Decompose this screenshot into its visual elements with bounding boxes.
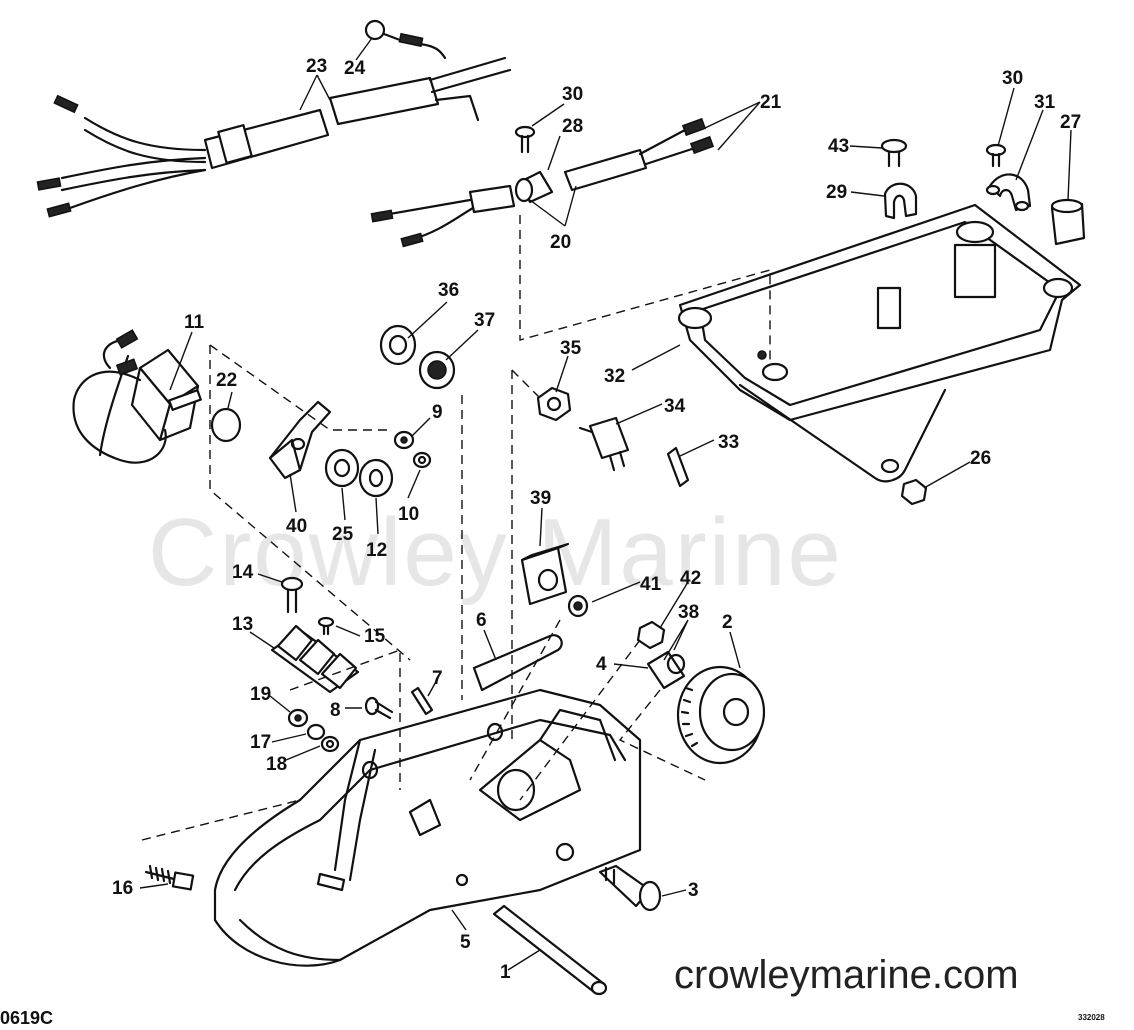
callout-21: 21 <box>760 92 782 113</box>
callout-43: 43 <box>828 136 849 157</box>
screw-30-left <box>514 125 536 154</box>
callout-27: 27 <box>1060 112 1081 133</box>
grommet-28 <box>514 170 554 204</box>
callout-2: 2 <box>722 612 733 633</box>
callout-12: 12 <box>366 540 387 561</box>
bushing-12 <box>358 458 394 498</box>
callout-30-left: 30 <box>562 84 583 105</box>
callout-20: 20 <box>550 232 571 253</box>
callout-29: 29 <box>826 182 847 203</box>
callout-22: 22 <box>216 370 237 391</box>
screw-14 <box>280 576 304 614</box>
callout-8: 8 <box>330 700 341 721</box>
callout-40: 40 <box>286 516 307 537</box>
cap-27 <box>1050 198 1086 246</box>
washer-10 <box>412 451 432 469</box>
callout-32: 32 <box>604 366 625 387</box>
callout-31: 31 <box>1034 92 1056 113</box>
nut-9 <box>393 430 415 450</box>
callout-23: 23 <box>306 56 327 77</box>
washer-18 <box>320 735 340 753</box>
watermark-text: Crowley Marine <box>148 499 843 606</box>
callout-37: 37 <box>474 310 495 331</box>
callout-19: 19 <box>250 684 271 705</box>
callout-28: 28 <box>562 116 583 137</box>
bracket-40 <box>268 400 332 480</box>
sleeve-4 <box>646 650 686 690</box>
callout-30-right: 30 <box>1002 68 1023 89</box>
callout-26: 26 <box>970 448 991 469</box>
screw-43 <box>880 138 908 168</box>
washer-17 <box>306 723 326 741</box>
callout-39: 39 <box>530 488 551 509</box>
callout-15: 15 <box>364 626 386 647</box>
o-ring-22 <box>210 407 242 443</box>
callout-9: 9 <box>432 402 443 423</box>
leader-lines <box>139 37 1072 971</box>
callout-35: 35 <box>560 338 582 359</box>
nut-35 <box>536 386 572 422</box>
callout-25: 25 <box>332 524 354 545</box>
bracket-13 <box>270 624 360 694</box>
pin-33 <box>666 446 690 488</box>
screw-8 <box>364 696 394 720</box>
knob-2 <box>676 665 766 765</box>
callout-24: 24 <box>344 58 366 79</box>
washer-41 <box>567 594 589 618</box>
figure-id: 0619C <box>0 1008 53 1028</box>
switch-34 <box>578 416 630 472</box>
nut-42 <box>636 620 666 650</box>
callout-4: 4 <box>596 654 607 675</box>
bushing-25 <box>324 448 360 488</box>
ring-terminal-lead-24 <box>364 19 447 60</box>
callout-42: 42 <box>680 568 701 589</box>
callout-14: 14 <box>232 562 254 583</box>
pin-7 <box>410 686 434 716</box>
pin-1 <box>492 904 608 996</box>
switch-11 <box>72 329 202 464</box>
bushing-36 <box>379 324 417 366</box>
callout-5: 5 <box>460 932 471 953</box>
callout-33: 33 <box>718 432 739 453</box>
receptacle-39 <box>520 542 570 606</box>
callout-41: 41 <box>640 574 662 595</box>
plug-3 <box>598 864 662 912</box>
clamp-29 <box>883 182 918 220</box>
cover-32 <box>677 203 1082 483</box>
wire-harness-23 <box>36 56 512 218</box>
callout-6: 6 <box>476 610 487 631</box>
callout-17: 17 <box>250 732 271 753</box>
callout-1: 1 <box>500 962 511 983</box>
site-url-text: crowleymarine.com <box>674 953 1019 997</box>
bearing-37 <box>418 350 456 390</box>
callout-labels: 1 2 3 4 5 6 7 8 9 10 11 12 13 14 15 16 1… <box>112 56 1081 983</box>
lever-6 <box>472 634 563 692</box>
nut-19 <box>287 708 309 728</box>
callout-3: 3 <box>688 880 699 901</box>
screw-15 <box>317 616 335 636</box>
callout-11: 11 <box>184 312 205 333</box>
callout-36: 36 <box>438 280 459 301</box>
catalog-code: 332028 <box>1078 1013 1105 1022</box>
callout-34: 34 <box>664 396 686 417</box>
callout-10: 10 <box>398 504 419 525</box>
cable-assembly-20 <box>370 117 715 248</box>
callout-13: 13 <box>232 614 253 635</box>
screw-30-right <box>985 143 1007 168</box>
plunger-16 <box>144 864 195 891</box>
housing-5 <box>213 688 642 967</box>
alignment-lines <box>141 215 771 841</box>
callout-38: 38 <box>678 602 699 623</box>
callout-16: 16 <box>112 878 133 899</box>
callout-18: 18 <box>266 754 287 775</box>
nut-26 <box>900 478 928 506</box>
clamp-31 <box>985 173 1032 212</box>
callout-7: 7 <box>432 668 443 689</box>
